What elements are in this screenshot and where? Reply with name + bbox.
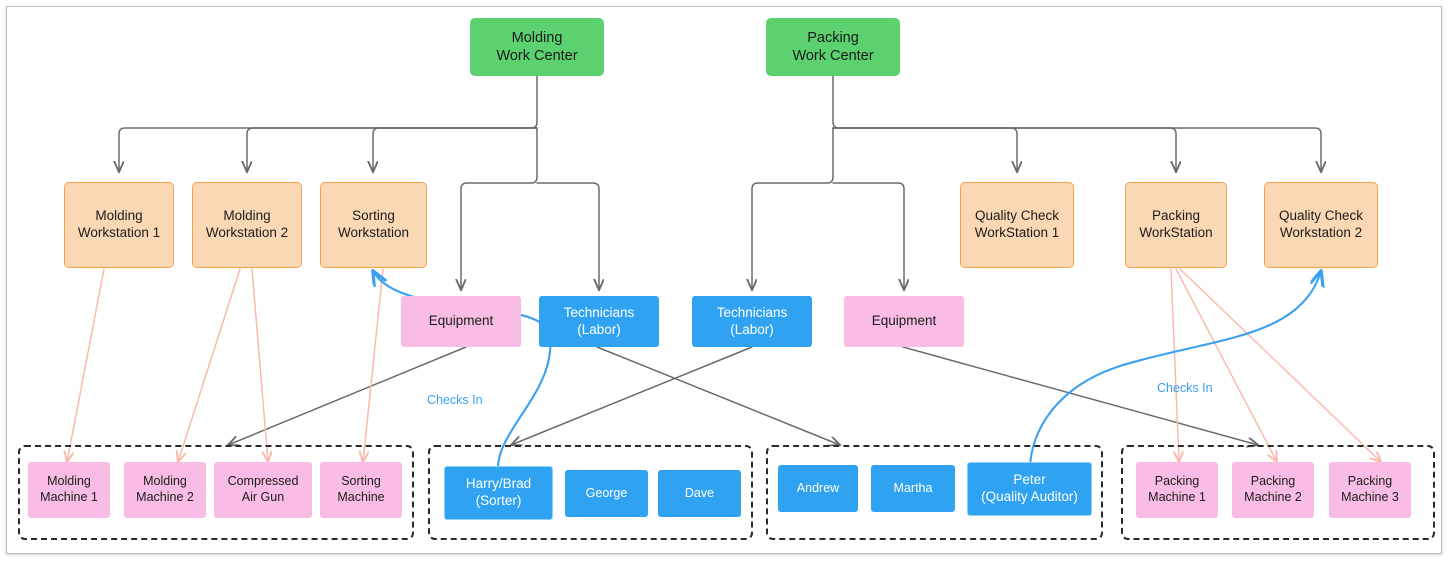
node-label: Andrew (796, 480, 840, 495)
node-label: Peter(Quality Auditor) (981, 472, 1078, 504)
edge-label-checks-in-left: Checks In (427, 393, 483, 407)
edge-label-checks-in-right: Checks In (1157, 381, 1213, 395)
node-label: Equipment (871, 313, 937, 329)
node-george[interactable]: George (565, 470, 648, 517)
node-martha[interactable]: Martha (871, 465, 955, 512)
node-andrew[interactable]: Andrew (778, 465, 858, 512)
node-equipment-packing[interactable]: Equipment (844, 296, 964, 347)
node-label: Harry/Brad(Sorter) (465, 476, 532, 508)
node-label: George (585, 485, 628, 500)
node-label: Technicians(Labor) (563, 304, 635, 337)
node-equipment-molding[interactable]: Equipment (401, 296, 521, 347)
node-label: Martha (893, 480, 933, 495)
group-molding-equipment (18, 445, 414, 540)
node-peter[interactable]: Peter(Quality Auditor) (967, 462, 1092, 516)
node-technicians-molding[interactable]: Technicians(Labor) (539, 296, 659, 347)
group-packing-equipment (1121, 445, 1435, 540)
node-label: Equipment (428, 313, 494, 329)
node-dave[interactable]: Dave (658, 470, 741, 517)
group-packing-labor (766, 445, 1103, 540)
node-label: Technicians(Labor) (716, 304, 788, 337)
node-harry-brad[interactable]: Harry/Brad(Sorter) (444, 466, 553, 520)
node-label: Dave (684, 485, 715, 500)
group-molding-labor (428, 445, 753, 540)
node-technicians-packing[interactable]: Technicians(Labor) (692, 296, 812, 347)
